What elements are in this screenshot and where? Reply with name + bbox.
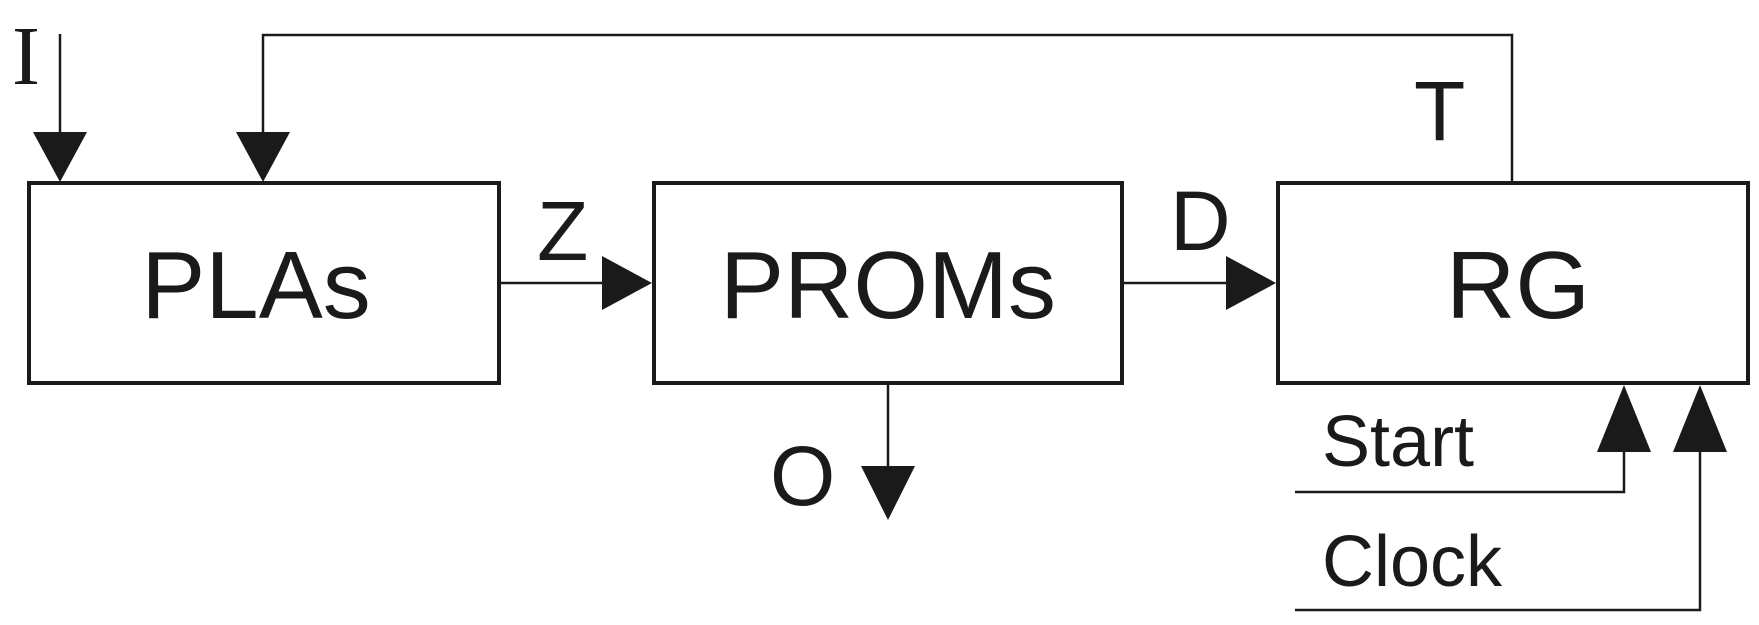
output-label-o: O <box>770 429 835 523</box>
feedback-arrowhead <box>236 132 290 182</box>
z-label: Z <box>537 184 588 278</box>
prom-block <box>652 181 1124 385</box>
start-arrowhead <box>1597 385 1651 452</box>
feedback-wire-t <box>261 33 1514 182</box>
d-label: D <box>1170 174 1231 268</box>
clock-label: Clock <box>1322 522 1503 602</box>
rg-block <box>1276 181 1750 385</box>
prom-block-label: PROMs <box>720 232 1056 339</box>
clock-wire <box>1295 445 1702 612</box>
z-arrowhead <box>602 256 652 310</box>
clock-arrowhead <box>1673 385 1727 452</box>
input-arrowhead <box>33 132 87 182</box>
start-wire <box>1295 445 1626 494</box>
input-label-i: I <box>12 10 40 103</box>
start-label: Start <box>1322 402 1474 482</box>
pla-block-label: PLAs <box>141 232 370 339</box>
output-arrowhead <box>861 466 915 520</box>
d-arrowhead <box>1226 256 1276 310</box>
t-label: T <box>1414 64 1465 158</box>
rg-block-label: RG <box>1446 232 1590 339</box>
